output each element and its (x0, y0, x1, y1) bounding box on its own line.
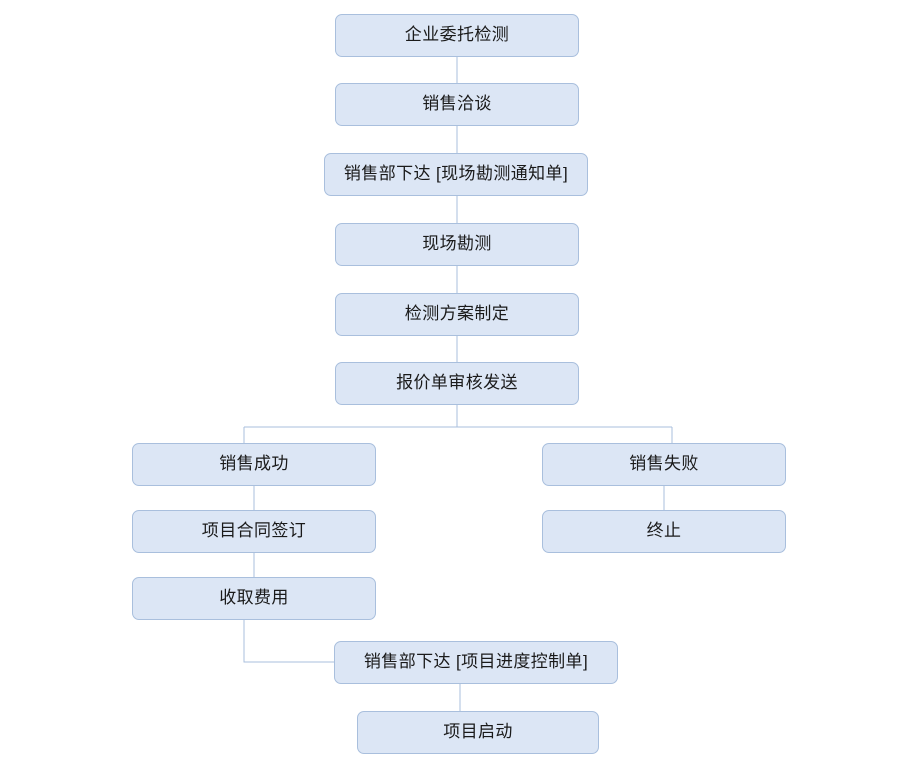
flow-node-n12[interactable]: 销售部下达 [项目进度控制单] (334, 641, 618, 684)
flow-node-n13[interactable]: 项目启动 (357, 711, 599, 754)
flow-node-n9[interactable]: 项目合同签订 (132, 510, 376, 553)
flow-node-n5[interactable]: 检测方案制定 (335, 293, 579, 336)
flow-node-n8[interactable]: 销售失败 (542, 443, 786, 486)
flow-node-label: 销售洽谈 (422, 94, 492, 114)
flow-node-label: 检测方案制定 (404, 304, 510, 324)
flow-node-n11[interactable]: 收取费用 (132, 577, 376, 620)
flow-node-label: 销售部下达 [现场勘测通知单] (343, 164, 569, 184)
flow-node-label: 终止 (646, 521, 682, 541)
flow-node-n10[interactable]: 终止 (542, 510, 786, 553)
flow-node-n1[interactable]: 企业委托检测 (335, 14, 579, 57)
flow-node-label: 销售成功 (219, 454, 289, 474)
flow-node-n4[interactable]: 现场勘测 (335, 223, 579, 266)
flow-node-label: 企业委托检测 (404, 25, 510, 45)
flow-node-label: 现场勘测 (422, 234, 492, 254)
flow-node-n2[interactable]: 销售洽谈 (335, 83, 579, 126)
connector-n11-to-n12 (243, 620, 334, 663)
flow-node-label: 项目启动 (443, 722, 513, 742)
flow-node-label: 报价单审核发送 (396, 373, 518, 393)
flow-node-n3[interactable]: 销售部下达 [现场勘测通知单] (324, 153, 588, 196)
flow-node-label: 项目合同签订 (201, 521, 307, 541)
flow-node-label: 销售部下达 [项目进度控制单] (363, 652, 589, 672)
flow-node-label: 收取费用 (219, 588, 289, 608)
flow-node-label: 销售失败 (629, 454, 699, 474)
flow-node-n7[interactable]: 销售成功 (132, 443, 376, 486)
flow-node-n6[interactable]: 报价单审核发送 (335, 362, 579, 405)
